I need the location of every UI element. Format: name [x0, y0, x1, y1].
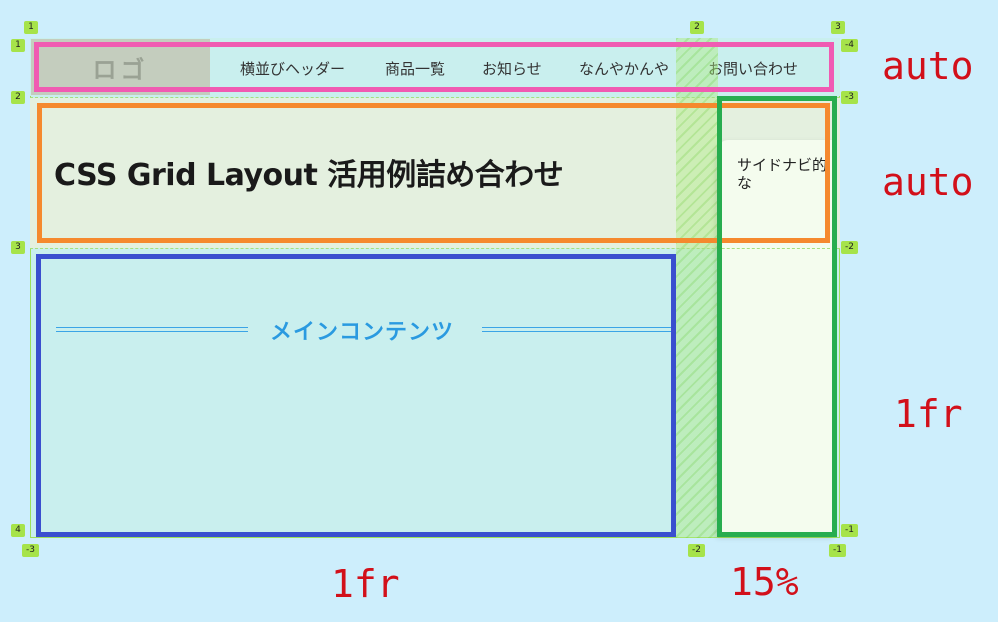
sidenav-card: [718, 140, 835, 536]
heading-line-right: [482, 327, 676, 332]
heading-line-left: [56, 327, 248, 332]
row-line-label: -2: [841, 241, 858, 254]
row-line-label: -1: [841, 524, 858, 537]
column-2-size-label: 15%: [730, 560, 799, 604]
sidenav-text[interactable]: サイドナビ的な: [737, 156, 828, 192]
header-area-outline: [34, 42, 834, 92]
grid-line-row-2: [30, 97, 840, 98]
nav-item-contact[interactable]: お問い合わせ: [708, 60, 799, 78]
row-2-size-label: auto: [882, 160, 974, 204]
nav-item-header[interactable]: 横並びヘッダー: [240, 60, 346, 78]
column-line-label: -1: [829, 544, 846, 557]
nav-item-products[interactable]: 商品一覧: [385, 60, 446, 78]
column-line-label: 2: [690, 21, 704, 34]
column-1-size-label: 1fr: [331, 562, 400, 606]
column-line-label: -2: [688, 544, 705, 557]
nav-item-misc[interactable]: なんやかんや: [579, 60, 670, 78]
title-area-outline: [37, 103, 830, 243]
grid-gap-column: [676, 38, 718, 538]
logo[interactable]: ロゴ: [31, 39, 210, 95]
row-3-size-label: 1fr: [894, 392, 963, 436]
row-line-label: -4: [841, 39, 858, 52]
row-line-label: 4: [11, 524, 25, 537]
column-line-label: -3: [22, 544, 39, 557]
grid-line-row-3: [30, 248, 840, 249]
column-line-label: 3: [831, 21, 845, 34]
nav-item-news[interactable]: お知らせ: [482, 60, 542, 78]
column-line-label: 1: [24, 21, 38, 34]
main-area-outline: [36, 254, 676, 537]
row-line-label: 1: [11, 39, 25, 52]
row-line-label: 2: [11, 91, 25, 104]
row-1-size-label: auto: [882, 44, 974, 88]
page-title: CSS Grid Layout 活用例詰め合わせ: [54, 158, 564, 193]
sidenav-area-outline: [717, 96, 837, 537]
row-line-label: 3: [11, 241, 25, 254]
main-heading: メインコンテンツ: [270, 320, 455, 345]
row-line-label: -3: [841, 91, 858, 104]
